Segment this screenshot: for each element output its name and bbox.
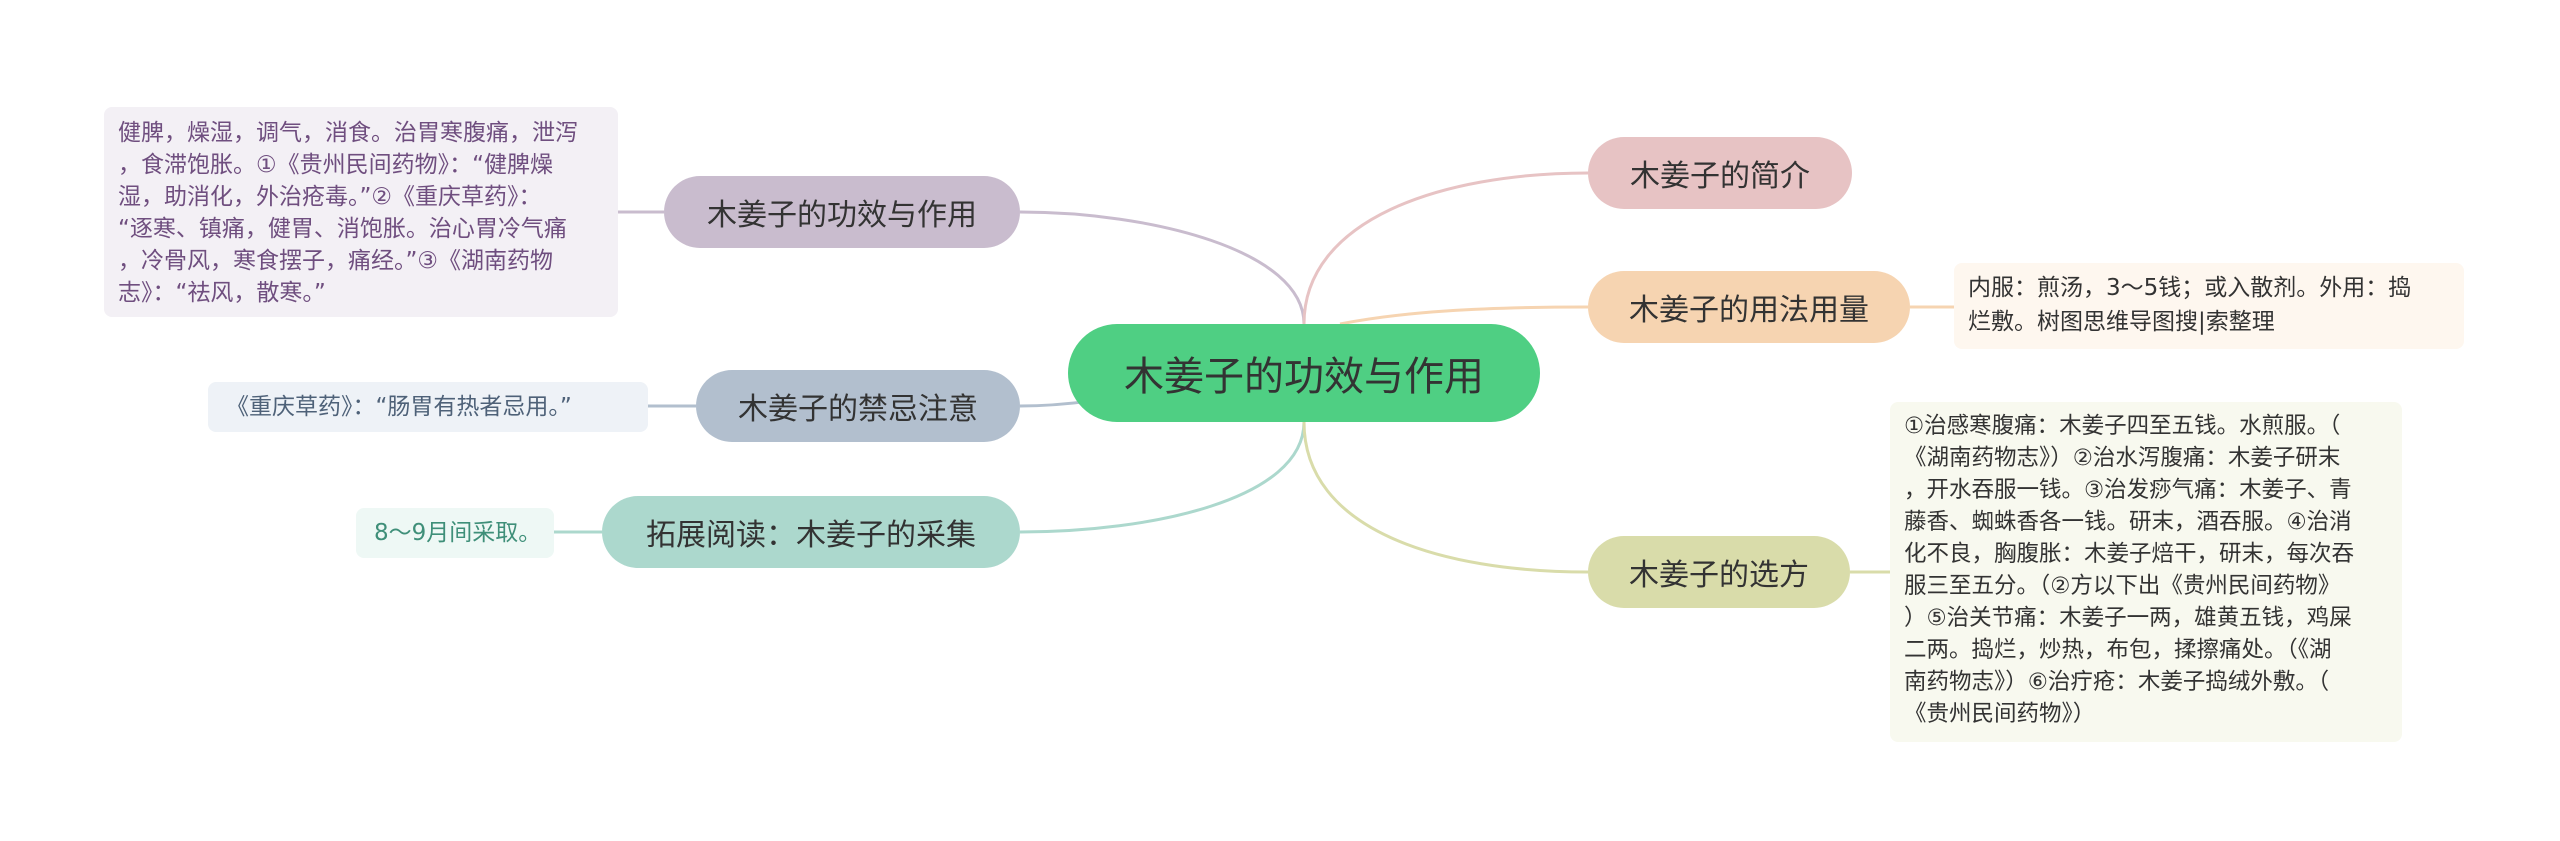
branch-caiji[interactable]: 拓展阅读：木姜子的采集 [602, 496, 1020, 568]
detail-line: 内服：煎汤，3～5钱；或入散剂。外用：捣 [1968, 275, 2412, 301]
detail-line: ①治感寒腹痛：木姜子四至五钱。水煎服。（ [1904, 413, 2341, 439]
link-root-gongxiao [1019, 210, 1306, 325]
link-root-caiji [1019, 421, 1306, 534]
detail-line: ，开水吞服一钱。③治发痧气痛：木姜子、青 [1904, 477, 2352, 503]
detail-line: “逐寒、镇痛，健胃、消饱胀。治心胃冷气痛 [118, 216, 567, 242]
detail-line: 化不良，胸腹胀：木姜子焙干，研末，每次吞 [1904, 541, 2355, 567]
branch-gongxiao[interactable]: 木姜子的功效与作用 [664, 176, 1020, 248]
branch-jinji[interactable]: 木姜子的禁忌注意 [696, 370, 1020, 442]
detail-gongxiao[interactable]: 健脾，燥湿，调气，消食。治胃寒腹痛，泄泻 ，食滞饱胀。①《贵州民间药物》：“健脾… [104, 107, 618, 317]
detail-line: 南药物志》）⑥治疔疮：木姜子捣绒外敷。（ [1904, 669, 2330, 695]
detail-line: ）⑤治关节痛：木姜子一两，雄黄五钱，鸡屎 [1904, 605, 2352, 631]
detail-line: 健脾，燥湿，调气，消食。治胃寒腹痛，泄泻 [118, 120, 578, 146]
detail-line: 烂敷。树图思维导图搜|索整理 [1968, 309, 2275, 335]
detail-xuanfang[interactable]: ①治感寒腹痛：木姜子四至五钱。水煎服。（ 《湖南药物志》）②治水泻腹痛：木姜子研… [1890, 402, 2402, 742]
detail-line: 服三至五分。（②方以下出《贵州民间药物》 [1904, 573, 2341, 599]
detail-line: ，冷骨风，寒食摆子，痛经。”③《湖南药物 [118, 248, 554, 274]
link-root-jianjie [1302, 171, 1589, 325]
link-root-xuanfang [1302, 421, 1589, 574]
detail-line: 《贵州民间药物》） [1904, 701, 2096, 727]
detail-line: ，食滞饱胀。①《贵州民间药物》：“健脾燥 [118, 152, 554, 178]
detail-yongfa[interactable]: 内服：煎汤，3～5钱；或入散剂。外用：捣 烂敷。树图思维导图搜|索整理 [1954, 263, 2464, 349]
detail-caiji[interactable]: 8～9月间采取。 [356, 508, 554, 558]
detail-line: 《湖南药物志》）②治水泻腹痛：木姜子研末 [1904, 445, 2341, 471]
detail-line: 藤香、蜘蛛香各一钱。研末，酒吞服。④治消 [1904, 509, 2352, 535]
branch-jianjie[interactable]: 木姜子的简介 [1588, 137, 1852, 209]
branch-xuanfang[interactable]: 木姜子的选方 [1588, 536, 1850, 608]
link-root-yongfa [1339, 305, 1589, 326]
detail-line: 志》：“祛风，散寒。” [118, 280, 326, 306]
detail-line: 二两。捣烂，炒热，布包，揉擦痛处。（《湖 [1904, 637, 2332, 663]
root-topic[interactable]: 木姜子的功效与作用 [1068, 324, 1540, 422]
detail-jinji[interactable]: 《重庆草药》：“肠胃有热者忌用。” [208, 382, 648, 432]
branch-yongfa[interactable]: 木姜子的用法用量 [1588, 271, 1910, 343]
detail-line: 湿，助消化，外治疮毒。”②《重庆草药》： [118, 184, 542, 210]
